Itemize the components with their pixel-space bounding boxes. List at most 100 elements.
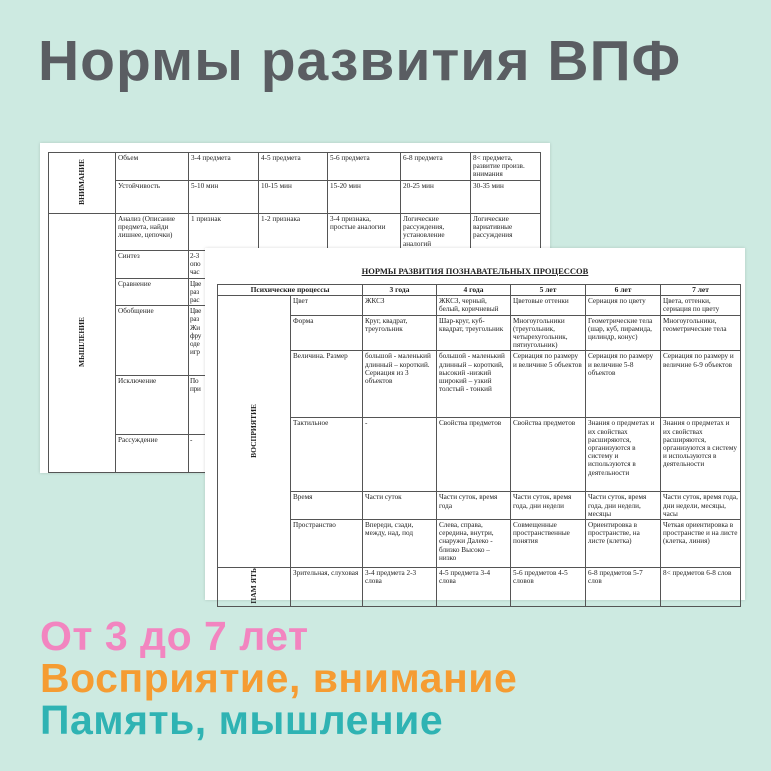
row-name-cell: Анализ (Описание предмета, найди лишнее,… xyxy=(115,213,189,251)
table-cell: 15-20 мин xyxy=(327,180,401,214)
row-name-cell: Сравнение xyxy=(115,277,189,307)
section-label-cell: МЫШЛЕНИЕ xyxy=(48,212,116,474)
table-cell: 3-4 предмета xyxy=(188,152,259,181)
table-cell: Свойства предметов xyxy=(436,417,512,493)
table-cell: Совмещенные пространственные понятия xyxy=(510,519,587,569)
table-cell: Логические вариативные рассуждения xyxy=(470,213,541,251)
table-cell: 4-5 предмета 3-4 слова xyxy=(436,567,512,607)
section-label-cell: ВНИМАНИЕ xyxy=(48,152,116,214)
row-name-cell: Цвет xyxy=(289,295,364,316)
row-name-cell: Исключение xyxy=(115,375,189,436)
table-cell: Части суток, время года, дни недели, мес… xyxy=(585,491,662,521)
table-cell: 8< предметов 6-8 слов xyxy=(660,567,742,607)
row-name-cell: Форма xyxy=(289,314,364,352)
table-cell: Свойства предметов xyxy=(510,417,587,493)
table-cell: 1-2 признака xyxy=(258,213,328,251)
table-cell: Части суток, время года, дни недели, мес… xyxy=(660,491,742,521)
table-cell: Четкая ориентировка в пространстве и на … xyxy=(660,519,742,569)
table-cell-text: Цве раз рас xyxy=(190,279,202,305)
column-header: 5 лет xyxy=(510,283,587,297)
table-cell: Части суток, время года xyxy=(436,491,512,521)
table-cell: Впереди, сзади, между, над, под xyxy=(362,519,438,569)
column-header: 6 лет xyxy=(585,283,662,297)
table-cell: большой - маленький длинный – короткий, … xyxy=(436,350,512,419)
table-cell: Многоугольники (треугольник, четырехугол… xyxy=(510,314,587,352)
column-header: 7 лет xyxy=(660,283,742,297)
row-name-cell: Рассуждение xyxy=(115,434,189,474)
table-cell: Знания о предметах и их свойствах расшир… xyxy=(585,417,662,493)
section-label-cell: ВОСПРИЯТИЕ xyxy=(217,295,291,569)
table-cell: 5-6 предметов 4-5 словов xyxy=(510,567,587,607)
table-cell: 1 признак xyxy=(188,213,259,251)
table-cell: Ориентировка в пространстве, на листе (к… xyxy=(585,519,662,569)
table-cell: Части суток xyxy=(362,491,438,521)
table-cell: 5-10 мин xyxy=(188,180,259,214)
front-document-sheet: НОРМЫ РАЗВИТИЯ ПОЗНАВАТЕЛЬНЫХ ПРОЦЕССОВ … xyxy=(205,248,745,607)
table-cell: 6-8 предмета xyxy=(400,152,471,181)
table-cell: Многоугольники, геометрические тела xyxy=(660,314,742,352)
table-cell: 3-4 признака, простые аналогии xyxy=(327,213,401,251)
table-cell: 4-5 предмета xyxy=(258,152,328,181)
page-title: Нормы развития ВПФ xyxy=(38,29,682,93)
table-cell: большой - маленький длинный – короткий. … xyxy=(362,350,438,419)
section-label: МЫШЛЕНИЕ xyxy=(76,317,86,367)
table-cell-text: - xyxy=(190,436,193,445)
column-header: 4 года xyxy=(436,283,512,297)
table-cell: Знания о предметах и их свойствах расшир… xyxy=(660,417,742,493)
row-name-cell: Тактильное xyxy=(289,417,364,493)
column-header: Психические процессы xyxy=(216,283,364,297)
tagline-memory-thinking: Память, мышление xyxy=(40,697,444,743)
document-title: НОРМЫ РАЗВИТИЯ ПОЗНАВАТЕЛЬНЫХ ПРОЦЕССОВ xyxy=(361,266,589,276)
column-header: 3 года xyxy=(362,283,438,297)
section-label: ПАМ ЯТЬ xyxy=(248,568,258,604)
table-cell: Сериация по размеру и величине 5 объекто… xyxy=(510,350,587,419)
table-cell: Круг, квадрат, треугольник xyxy=(362,314,438,352)
row-name-cell: Зрительная, слуховая xyxy=(289,567,364,607)
table-cell: Слева, справа, середина, внутри, снаружи… xyxy=(436,519,512,569)
table-cell-text: Цве раз Жи фру оде игр xyxy=(190,307,202,357)
table-cell: Сериация по цвету xyxy=(585,295,662,316)
table-cell: 5-6 предмета xyxy=(327,152,401,181)
table-cell: Сериация по размеру и величине 5-8 объек… xyxy=(585,350,662,419)
section-label: ВНИМАНИЕ xyxy=(76,158,86,205)
row-name-cell: Устойчивость xyxy=(115,180,189,214)
tagline-age-range: От 3 до 7 лет xyxy=(40,613,309,659)
row-name-cell: Обобщение xyxy=(115,305,189,377)
table-cell: ЖКСЗ, черный, белый, коричневый xyxy=(436,295,512,316)
table-cell: Логические рассуждения, установление ана… xyxy=(400,213,471,251)
tagline-perception-attention: Восприятие, внимание xyxy=(40,655,518,701)
table-cell: ЖКСЗ xyxy=(362,295,438,316)
section-label: ВОСПРИЯТИЕ xyxy=(248,403,258,458)
section-label-cell: ПАМ ЯТЬ xyxy=(217,567,291,607)
table-cell-text: 2-3 опо час xyxy=(190,252,201,277)
table-cell: Шар-круг, куб-квадрат, треугольник xyxy=(436,314,512,352)
row-name-cell: Пространство xyxy=(289,519,364,569)
row-name-cell: Объем xyxy=(115,152,189,181)
table-cell-text: По при xyxy=(190,377,201,394)
table-cell: - xyxy=(362,417,438,493)
table-cell: 20-25 мин xyxy=(400,180,471,214)
table-cell: 30-35 мин xyxy=(470,180,541,214)
table-cell: 6-8 предметов 5-7 слов xyxy=(585,567,662,607)
table-cell: 8< предмета, развитие произв. внимания xyxy=(470,152,541,181)
row-name-cell: Синтез xyxy=(115,250,189,279)
table-cell: Цветовые оттенки xyxy=(510,295,587,316)
table-cell: 3-4 предмета 2-3 слова xyxy=(362,567,438,607)
table-cell: Цвета, оттенки, сериация по цвету xyxy=(660,295,742,316)
row-name-cell: Величина. Размер xyxy=(289,350,364,419)
table-cell: Геометрические тела (шар, куб, пирамида,… xyxy=(585,314,662,352)
table-cell: Части суток, время года, дни недели xyxy=(510,491,587,521)
table-cell: 10-15 мин xyxy=(258,180,328,214)
table-row: МЫШЛЕНИЕ Анализ (Описание предмета, найди… xyxy=(48,212,541,474)
table-cell: Сериация по размеру и величине 6-9 объек… xyxy=(660,350,742,419)
row-name-cell: Время xyxy=(289,491,364,521)
